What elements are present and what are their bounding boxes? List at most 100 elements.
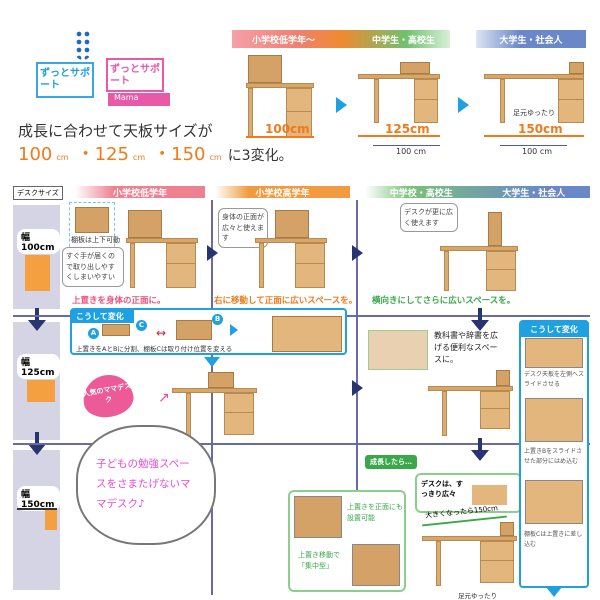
inner-width-label: 100 cm	[522, 147, 553, 156]
desk-150	[484, 62, 584, 140]
stage-bar-upper-elementary: 小学校高学年	[215, 186, 350, 199]
reach-note: すぐ手が届くので取り出しやすくしまいやすい	[62, 247, 124, 287]
stage-label: 大学生・社会人	[502, 188, 566, 199]
width-label-150: 150cm	[518, 122, 563, 136]
desk-lower-elementary	[126, 210, 198, 290]
size-125: 125	[94, 144, 129, 165]
front-note: 身体の正面が広々と使えます	[218, 208, 268, 248]
arrow-right-icon	[207, 245, 218, 261]
grown-tag: 成長したら…	[365, 455, 417, 469]
sep: ・	[153, 144, 172, 165]
headline: 成長に合わせて天板サイズが	[18, 122, 213, 140]
shelf-note: 棚板は上下可動	[71, 236, 120, 244]
arrow-right-icon	[352, 380, 363, 396]
arrow-down-icon	[35, 432, 39, 446]
unit: cm	[209, 153, 222, 162]
side-change-panel: こうして変化 デスク天板を左側へスライドさせる 上置きBをスライドさせた部分には…	[519, 320, 589, 588]
size-panel-125: 幅125cm	[13, 322, 60, 440]
top-stage-bar-2: 大学生・社会人	[476, 30, 586, 48]
stage-bar-lower-elementary: 小学校低学年	[75, 186, 205, 199]
inner-dim	[373, 145, 440, 146]
arrow-right-icon	[352, 245, 363, 261]
sep: ・	[76, 144, 95, 165]
arrow-right-icon	[230, 324, 238, 336]
front-option-text: 上置きを正面にも設置可能	[347, 503, 403, 522]
grown-bubble: デスクは、すっきり広々	[415, 473, 522, 513]
change-desc: 上置きをAとBに分割、棚板Cは取り付け位置を変える	[76, 345, 233, 353]
divider	[356, 200, 358, 492]
stage-label: 中学生・高校生	[372, 35, 436, 46]
focus-option-text: 上置き移動で「集中型」	[298, 551, 340, 570]
width-dim-100	[246, 136, 314, 138]
arrow-down-icon	[478, 308, 482, 322]
dots-icon	[75, 30, 91, 60]
side-step-1: デスク天板を左側へスライドさせる	[524, 371, 585, 388]
inner-width-label: 100 cm	[396, 147, 427, 156]
label-a: A	[88, 328, 99, 339]
inner-dim	[500, 145, 567, 146]
swap-arrow-icon: ↔	[156, 326, 167, 340]
change-box-title: こうして変化	[72, 310, 134, 323]
size-panel-150: 幅150cm	[13, 450, 60, 590]
wider-note: デスクが更に広く使えます	[400, 203, 458, 232]
logo-text: ずっとサポート	[110, 64, 160, 87]
arrow-down-icon	[478, 438, 482, 452]
mama-desk	[172, 372, 257, 444]
caption-1: 上置きを身体の正面に。	[72, 296, 166, 306]
legroom-label-2: 足元ゆったり	[458, 592, 497, 600]
side-title: こうして変化	[521, 322, 587, 337]
caption-3: 横向きにしてさらに広いスペースを。	[372, 296, 516, 306]
arrow-right-icon	[458, 97, 469, 113]
arrow-right-icon	[336, 97, 347, 113]
divider	[13, 443, 590, 445]
legroom-label: 足元ゆったり	[513, 109, 555, 117]
width-label: 幅100cm	[17, 229, 60, 254]
cloud-text: 子どもの勉強スペースをさまたげないママデスク♪	[96, 458, 191, 510]
speech-cloud: 子どもの勉強スペースをさまたげないママデスク♪	[76, 425, 216, 545]
desk-secondary	[440, 212, 518, 292]
top-stage-bar-1: 小学校低学年～ 中学生・高校生	[232, 30, 450, 48]
unit: cm	[56, 153, 69, 162]
stage-label: 大学生・社会人	[499, 35, 563, 46]
desk-upper-elementary	[255, 210, 327, 290]
size-150: 150	[171, 144, 206, 165]
divider	[211, 200, 213, 595]
mama-label: Mama	[108, 93, 170, 106]
width-label-125: 125cm	[385, 122, 430, 136]
width-dim-150	[484, 135, 584, 137]
width-label: 幅150cm	[17, 486, 60, 511]
heart-badge: 人気のママデスク	[79, 370, 137, 422]
pink-arrow-icon: ↗	[158, 390, 170, 406]
textbook-photo	[368, 330, 428, 370]
stage-label: 小学校低学年	[112, 188, 167, 199]
unit: cm	[132, 153, 146, 162]
heart-text: 人気のママデスク	[82, 381, 132, 405]
desk-125	[358, 62, 440, 140]
stage-bar-secondary: 中学校・高校生 大学生・社会人	[365, 186, 590, 199]
stage-label: 中学校・高校生	[389, 188, 453, 199]
desk-university	[428, 370, 513, 438]
size-panel-100: 幅100cm	[13, 205, 60, 309]
side-step-2: 上置きBをスライドさせた部分にはめ込む	[524, 448, 583, 465]
size-100: 100	[18, 144, 53, 165]
width-label-100: 100cm	[265, 122, 310, 136]
width-label: 幅125cm	[17, 354, 60, 379]
suffix: に3変化。	[227, 148, 293, 164]
arrow-down-icon	[546, 587, 562, 597]
change-box: こうして変化 A C ↔ B 上置きをAとBに分割、棚板Cは取り付け位置を変える	[70, 308, 347, 355]
bubble-text: デスクは、すっきり広々	[421, 480, 463, 498]
desk-grown	[422, 522, 517, 592]
desk-size-label: デスクサイズ	[13, 186, 63, 200]
textbook-note: 教科書や辞書を広げる便利なスペースに。	[434, 331, 498, 364]
zutto-support-logo: ずっとサポート	[36, 62, 94, 98]
side-step-3: 棚板Cは上置きに差し込む	[524, 531, 583, 548]
arrow-down-icon	[204, 357, 220, 367]
option-box: 上置きを正面にも設置可能 上置き移動で「集中型」	[288, 490, 406, 592]
logo-text: ずっとサポート	[40, 68, 90, 91]
label-b: B	[212, 314, 223, 325]
desk-100	[246, 55, 314, 140]
caption-2: 右に移動して正面に広いスペースを。	[214, 296, 358, 306]
label-c: C	[136, 320, 147, 331]
zutto-support-mama-logo: ずっとサポート	[106, 58, 164, 92]
